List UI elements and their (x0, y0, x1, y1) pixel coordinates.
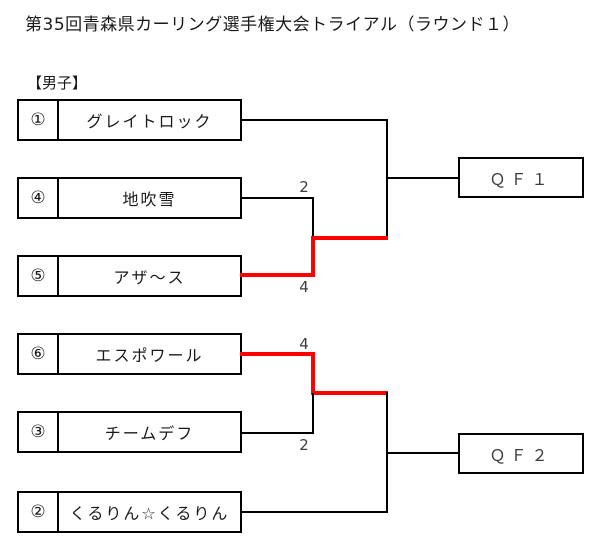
winner-path-azaasu-vertical (311, 236, 315, 277)
team-name: アザ～ス (113, 268, 186, 287)
score-teamdef: 2 (299, 436, 309, 454)
connector-upper-match-vertical (312, 197, 314, 239)
winner-path-azaasu-out (240, 273, 315, 277)
section-label-mens: 【男子】 (27, 74, 88, 92)
seed-number: ② (19, 493, 59, 531)
seed-number: ① (19, 101, 59, 139)
team-box-greatrock: ① グレイトロック (17, 99, 242, 141)
team-name: チームデフ (104, 424, 195, 443)
score-azaasu: 4 (299, 278, 309, 296)
qf2-box: ＱＦ２ (458, 433, 584, 474)
connector-seed2-to-semi (240, 511, 388, 513)
team-name: 地吹雪 (122, 190, 177, 209)
team-box-azaasu: ⑤ アザ～ス (17, 255, 242, 297)
winner-path-espoir-advance (311, 391, 388, 395)
team-box-teamdef: ③ チームデフ (17, 411, 242, 453)
seed-number: ④ (19, 179, 59, 217)
connector-upper-semi-vertical (386, 119, 388, 240)
team-name: グレイトロック (86, 112, 213, 131)
seed-number: ⑥ (19, 335, 59, 373)
winner-path-espoir-vertical (311, 352, 315, 395)
score-jifubuki: 2 (299, 178, 309, 196)
connector-lower-semi-vertical (386, 392, 388, 513)
connector-seed1-to-semi (240, 119, 388, 121)
seed-number: ③ (19, 413, 59, 451)
team-name: くるりん☆くるりん (69, 504, 230, 523)
team-box-espoir: ⑥ エスポワール (17, 333, 242, 375)
qf1-box: ＱＦ１ (458, 157, 584, 198)
team-box-kururin: ② くるりん☆くるりん (17, 491, 242, 533)
connector-to-qf1 (388, 177, 458, 179)
connector-seed4-to-match (240, 197, 314, 199)
connector-seed3-to-match (240, 432, 314, 434)
team-name: エスポワール (95, 346, 204, 365)
connector-to-qf2 (388, 452, 458, 454)
team-box-jifubuki: ④ 地吹雪 (17, 177, 242, 219)
seed-number: ⑤ (19, 257, 59, 295)
connector-lower-match-vertical (312, 393, 314, 434)
score-espoir: 4 (299, 335, 309, 353)
winner-path-espoir-out (240, 352, 315, 356)
winner-path-azaasu-advance (311, 236, 388, 240)
page-title: 第35回青森県カーリング選手権大会トライアル（ラウンド１） (25, 15, 520, 35)
